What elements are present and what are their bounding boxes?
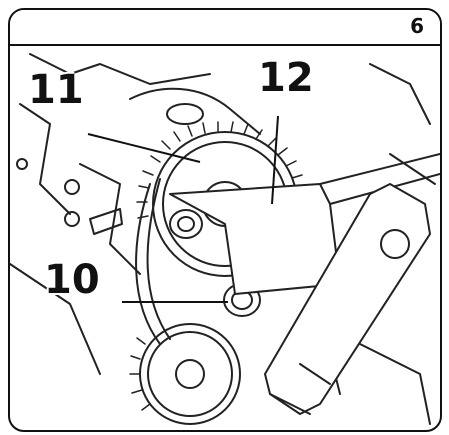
callout-10: 10 xyxy=(44,257,100,303)
engine-timing-illustration xyxy=(10,53,440,425)
pulley-bolt xyxy=(169,209,203,239)
engine-outline xyxy=(29,53,211,85)
leader-12 xyxy=(271,115,279,205)
step-number: 6 xyxy=(410,14,424,38)
illustration-frame: 6 xyxy=(8,8,442,432)
callout-11: 11 xyxy=(28,67,84,113)
cover-edge xyxy=(129,87,261,135)
wrench xyxy=(264,183,431,415)
crank-pulley xyxy=(129,323,241,425)
timing-belt xyxy=(135,183,161,345)
callout-12: 12 xyxy=(258,55,314,101)
leader-11 xyxy=(87,133,201,163)
cover-boss xyxy=(166,103,204,125)
step-header: 6 xyxy=(10,10,440,46)
